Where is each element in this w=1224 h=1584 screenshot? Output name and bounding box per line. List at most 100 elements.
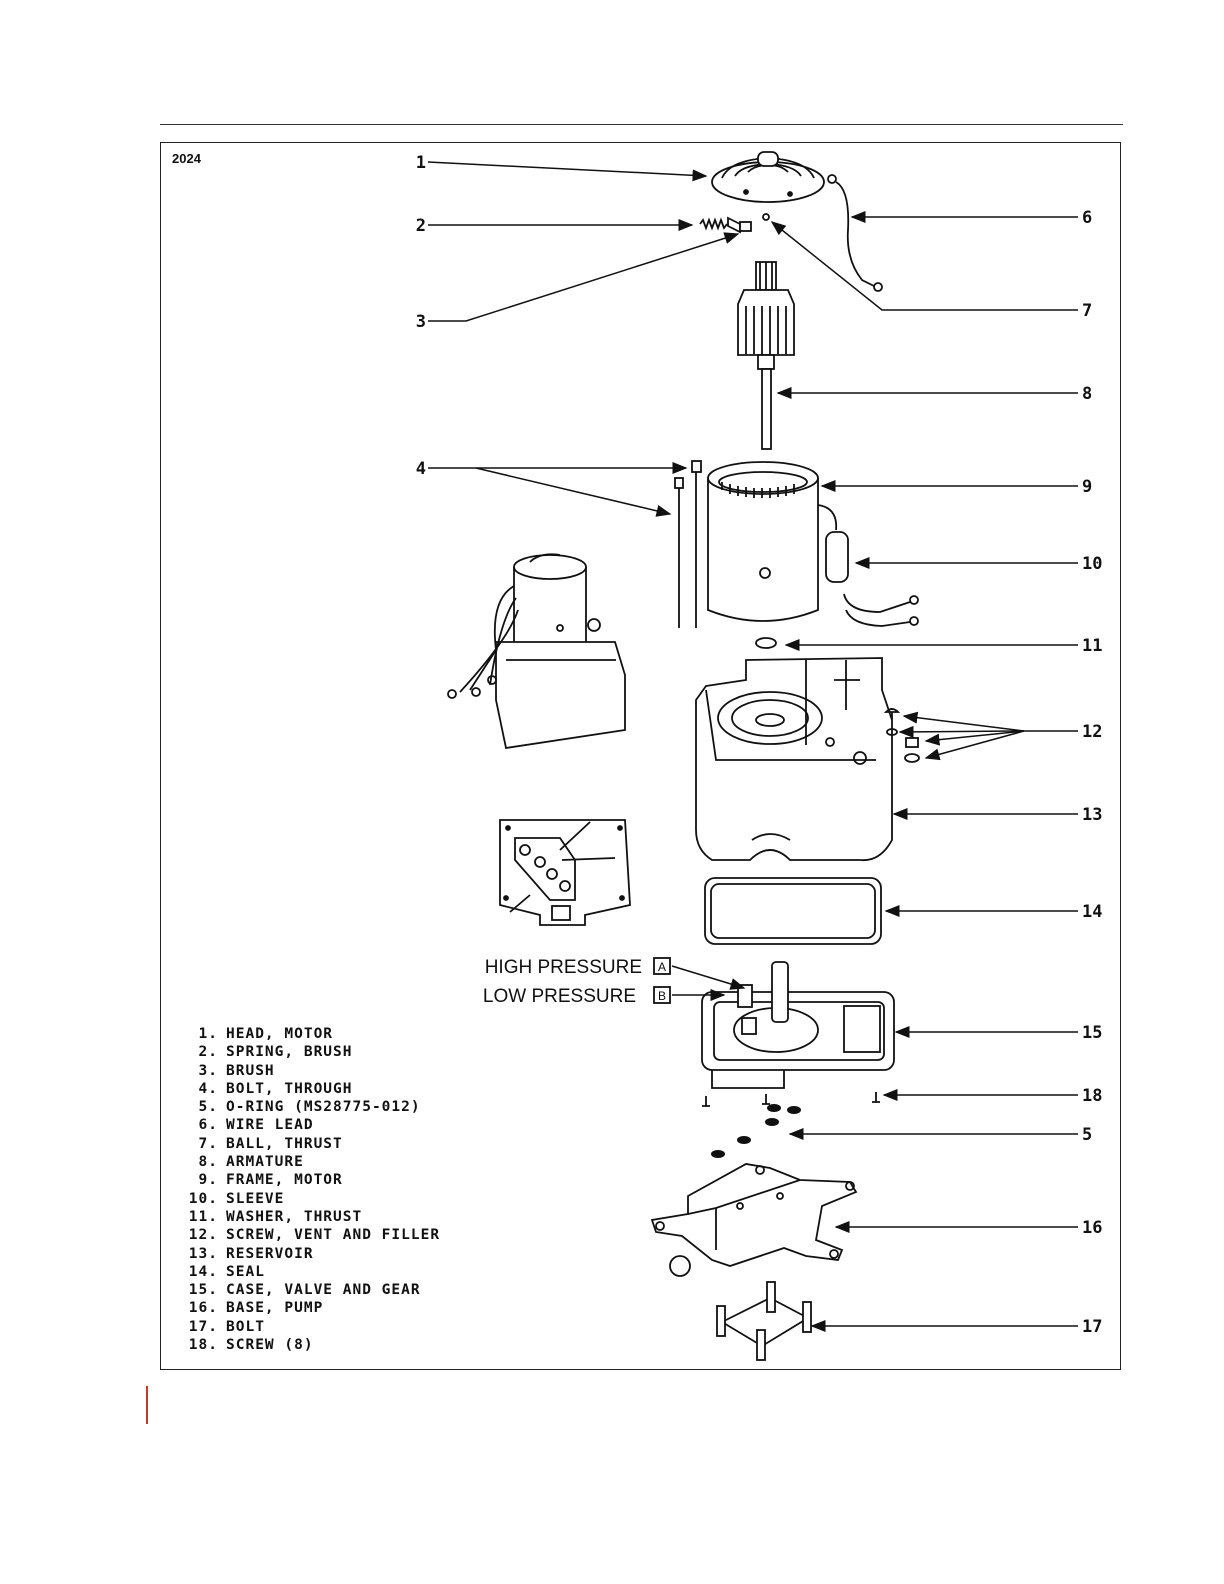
legend-item: 12. SCREW, VENT AND FILLER bbox=[172, 1226, 440, 1244]
parts-legend: 1. HEAD, MOTOR 2. SPRING, BRUSH 3. BRUSH 4. BOL… bbox=[172, 1025, 440, 1354]
legend-item-number: 16. bbox=[188, 1300, 218, 1317]
sleeve-part bbox=[825, 531, 919, 627]
legend-item: 4. BOLT, THROUGH bbox=[172, 1080, 440, 1098]
thrust-ball-part bbox=[762, 213, 770, 221]
legend-item-number: 8. bbox=[198, 1154, 218, 1171]
bolt-part bbox=[716, 1281, 812, 1361]
legend-item-number: 12. bbox=[188, 1227, 218, 1244]
low-pressure-box-letter: B bbox=[658, 989, 666, 1003]
seal-part bbox=[704, 877, 882, 945]
callout-15: 15 bbox=[1082, 1023, 1102, 1043]
screw-part bbox=[702, 1092, 880, 1107]
legend-item-text: BOLT, THROUGH bbox=[226, 1080, 353, 1097]
callout-9: 9 bbox=[1082, 477, 1092, 497]
legend-item: 8. ARMATURE bbox=[172, 1153, 440, 1171]
callout-3: 3 bbox=[416, 312, 426, 332]
through-bolt-part bbox=[674, 460, 702, 628]
callout-4: 4 bbox=[416, 459, 426, 479]
low-pressure-box bbox=[653, 986, 671, 1004]
figure-frame bbox=[160, 142, 1121, 1370]
thrust-washer-part bbox=[755, 637, 777, 649]
legend-item: 15. CASE, VALVE AND GEAR bbox=[172, 1281, 440, 1299]
legend-item: 3. BRUSH bbox=[172, 1062, 440, 1080]
wire-lead-part bbox=[827, 174, 883, 292]
legend-item-number: 7. bbox=[198, 1135, 218, 1152]
legend-item-number: 15. bbox=[188, 1282, 218, 1299]
motor-head-part bbox=[711, 151, 825, 203]
legend-item-text: SLEEVE bbox=[226, 1190, 285, 1207]
legend-item-text: FRAME, MOTOR bbox=[226, 1172, 343, 1189]
change-bar bbox=[146, 1386, 148, 1424]
callout-12: 12 bbox=[1082, 722, 1102, 742]
callout-10: 10 bbox=[1082, 554, 1102, 574]
low-pressure-label: LOW PRESSURE bbox=[483, 986, 636, 1007]
legend-item-text: BOLT bbox=[226, 1318, 265, 1335]
legend-item-text: HEAD, MOTOR bbox=[226, 1026, 334, 1042]
pump-base-part bbox=[650, 1163, 858, 1277]
legend-item: 14.SEAL bbox=[172, 1263, 440, 1281]
legend-item: 6. WIRE LEAD bbox=[172, 1116, 440, 1134]
callout-17: 17 bbox=[1082, 1317, 1102, 1337]
legend-item-number: 11. bbox=[188, 1208, 218, 1225]
legend-item-number: 9. bbox=[198, 1172, 218, 1189]
callout-18: 18 bbox=[1082, 1086, 1102, 1106]
vent-filler-screw-part bbox=[883, 708, 920, 763]
o-ring-part bbox=[711, 1104, 801, 1158]
legend-item-text: RESERVOIR bbox=[226, 1245, 314, 1262]
high-pressure-box-letter: A bbox=[658, 960, 666, 974]
assembled-pump-illustration bbox=[447, 553, 626, 750]
callout-6: 6 bbox=[1082, 208, 1092, 228]
top-rule bbox=[160, 124, 1123, 125]
figure-number: 2024 bbox=[172, 151, 201, 166]
legend-item-text: O-RING (MS28775-012) bbox=[226, 1099, 421, 1116]
legend-item: 18. SCREW (8) bbox=[172, 1336, 440, 1354]
legend-item-number: 18. bbox=[188, 1337, 218, 1354]
legend-item-text: SCREW, VENT AND FILLER bbox=[226, 1227, 441, 1244]
callout-8: 8 bbox=[1082, 384, 1092, 404]
callout-5: 5 bbox=[1082, 1125, 1092, 1145]
legend-item-text: SCREW (8) bbox=[226, 1337, 314, 1354]
legend-item-number: 10. bbox=[188, 1190, 218, 1207]
legend-item-number: 5. bbox=[198, 1099, 218, 1116]
legend-item: 10. SLEEVE bbox=[172, 1190, 440, 1208]
legend-item-number: 14. bbox=[188, 1263, 218, 1280]
legend-item: 2. SPRING, BRUSH bbox=[172, 1043, 440, 1061]
legend-item: 9. FRAME, MOTOR bbox=[172, 1171, 440, 1189]
motor-frame-part bbox=[707, 461, 838, 622]
legend-item-number: 4. bbox=[198, 1080, 218, 1097]
legend-item-text: BALL, THRUST bbox=[226, 1135, 343, 1152]
legend-item-text: WIRE LEAD bbox=[226, 1117, 314, 1134]
brush-part bbox=[739, 221, 752, 232]
armature-part bbox=[737, 261, 795, 450]
legend-item-number: 6. bbox=[198, 1117, 218, 1134]
legend-item-text: SPRING, BRUSH bbox=[226, 1044, 353, 1061]
legend-item-text: ARMATURE bbox=[226, 1154, 304, 1171]
callout-11: 11 bbox=[1082, 636, 1102, 656]
legend-item: 5. O-RING (MS28775-012) bbox=[172, 1098, 440, 1116]
legend-item-number: 13. bbox=[188, 1245, 218, 1262]
high-pressure-label: HIGH PRESSURE bbox=[485, 957, 642, 978]
legend-item: 13. RESERVOIR bbox=[172, 1245, 440, 1263]
callout-13: 13 bbox=[1082, 805, 1102, 825]
legend-item-text: BRUSH bbox=[226, 1062, 275, 1079]
legend-item-text: BASE, PUMP bbox=[226, 1300, 324, 1317]
legend-item-number: 17. bbox=[188, 1318, 218, 1335]
legend-item: 1. HEAD, MOTOR bbox=[172, 1025, 440, 1043]
legend-item-text: WASHER, THRUST bbox=[226, 1208, 363, 1225]
legend-item: 17. BOLT bbox=[172, 1318, 440, 1336]
legend-item: 11. WASHER, THRUST bbox=[172, 1208, 440, 1226]
callout-14: 14 bbox=[1082, 902, 1102, 922]
legend-item-number: 2. bbox=[198, 1044, 218, 1061]
legend-item: 7. BALL, THRUST bbox=[172, 1135, 440, 1153]
legend-item-text: CASE, VALVE AND GEAR bbox=[226, 1282, 421, 1299]
callout-2: 2 bbox=[416, 216, 426, 236]
reservoir-part bbox=[695, 657, 893, 862]
legend-item-number: 3. bbox=[198, 1062, 218, 1079]
callout-7: 7 bbox=[1082, 301, 1092, 321]
legend-item-number: 1. bbox=[198, 1026, 218, 1042]
spring-brush-part bbox=[699, 216, 741, 234]
legend-item: 16. BASE, PUMP bbox=[172, 1299, 440, 1317]
callout-16: 16 bbox=[1082, 1218, 1102, 1238]
high-pressure-box bbox=[653, 957, 671, 975]
